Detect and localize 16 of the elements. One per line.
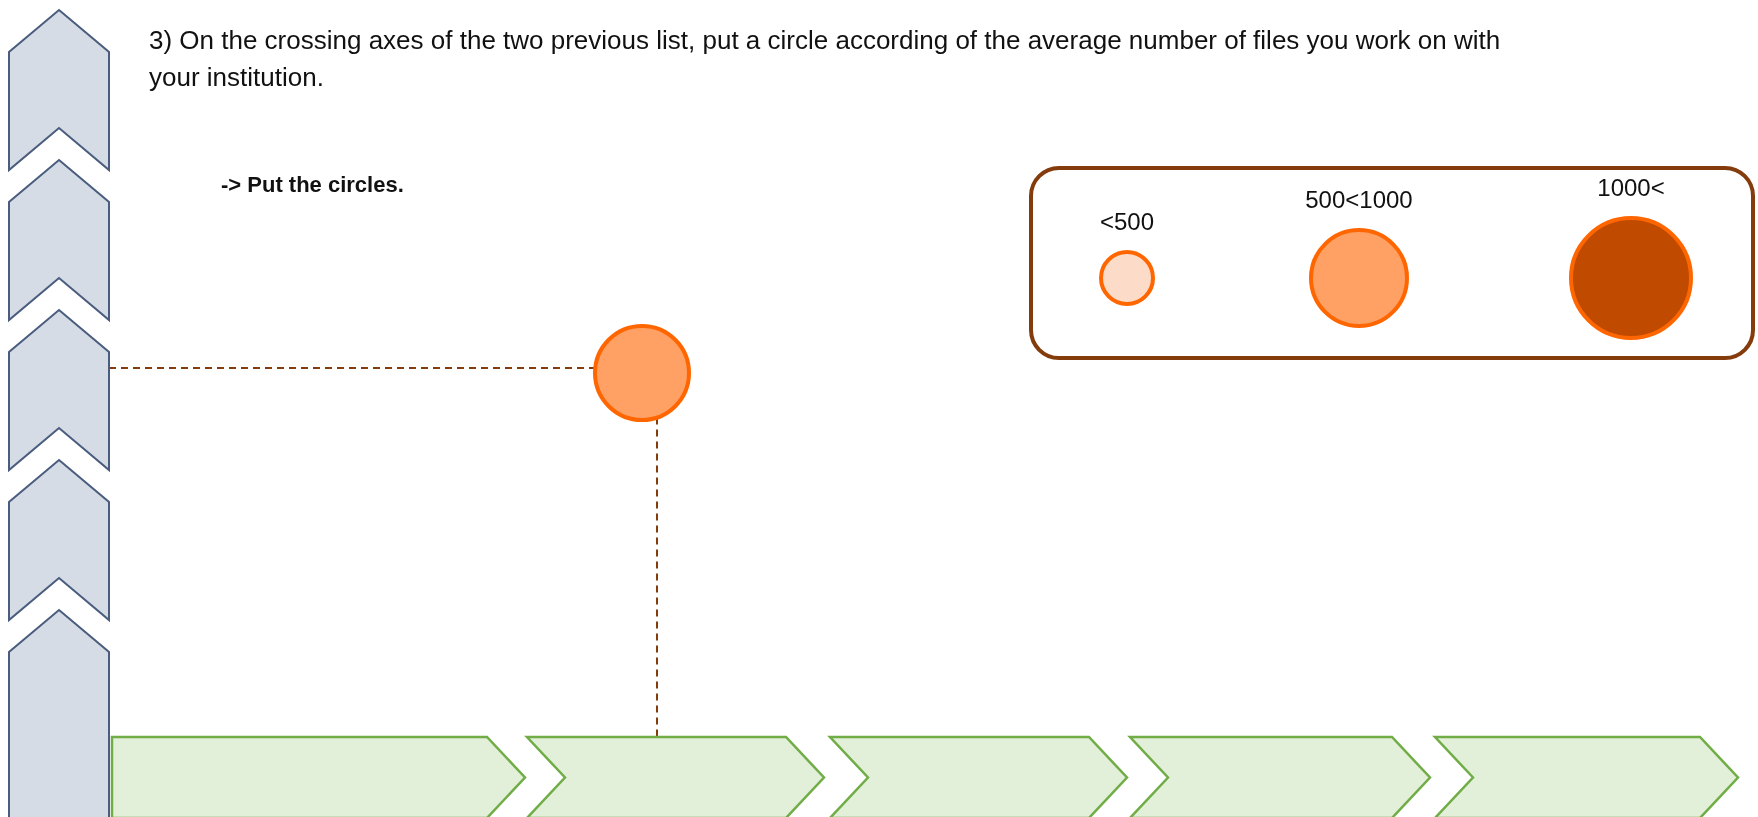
- chevron-shape: [527, 737, 824, 817]
- chevron-shape: [9, 10, 109, 170]
- chevron-shape: [9, 160, 109, 320]
- legend-label: 1000<: [1596, 174, 1666, 202]
- marker-circle: [593, 324, 691, 422]
- chevron-shape: [9, 460, 109, 620]
- chevron-shape: [1435, 737, 1738, 817]
- chevron-shape: [830, 737, 1127, 817]
- chevron-shape: [1130, 737, 1430, 817]
- instruction-note: -> Put the circles.: [221, 172, 404, 198]
- instruction-text: 3) On the crossing axes of the two previous list, put a circle according of the average number of files you work on with your institution.: [149, 24, 1502, 94]
- legend-label: <500: [1098, 208, 1156, 236]
- chevron-shape: [112, 737, 525, 817]
- legend-label: 500<1000: [1304, 186, 1414, 214]
- chevron-shape: [9, 610, 109, 817]
- chevron-shape: [9, 310, 109, 470]
